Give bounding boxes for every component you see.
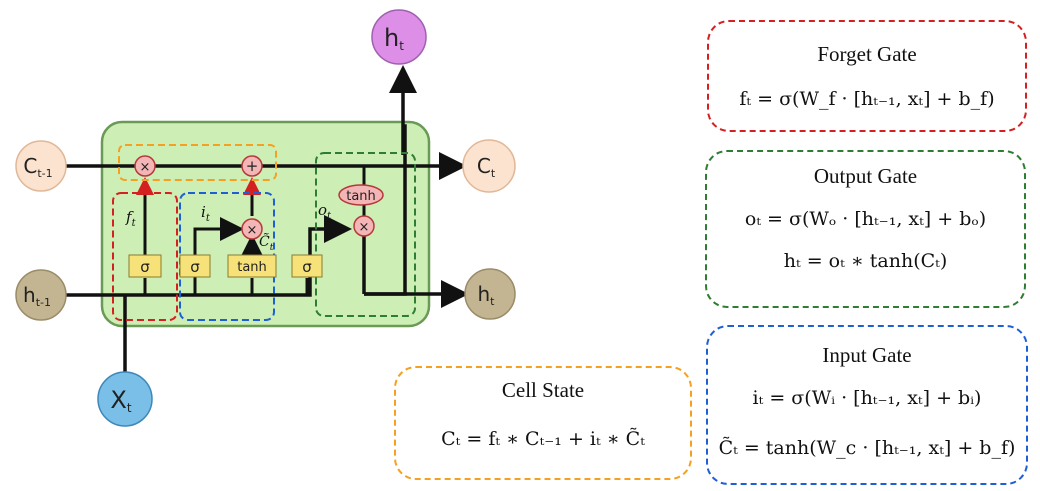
svg-text:tanh: tanh [346, 189, 376, 204]
svg-text:ht: ht [384, 24, 404, 53]
svg-text:σ: σ [190, 258, 200, 276]
svg-text:Xt: Xt [110, 386, 131, 415]
output-gate-equation-h: hₜ = oₜ ∗ tanh(Cₜ) [783, 250, 948, 272]
forget-gate-region [112, 192, 178, 321]
input-gate-title: Input Gate [822, 343, 912, 367]
input-gate-label: it [201, 203, 211, 224]
svg-text:×: × [359, 220, 370, 235]
cell-state-equation: Cₜ = fₜ ∗ Cₜ₋₁ + iₜ ∗ C̃ₜ [441, 428, 645, 450]
input-gate-equation-c: C̃ₜ = tanh(W_c · [hₜ₋₁, xₜ] + b_f) [718, 437, 1016, 459]
x-input-node: Xt [97, 371, 153, 427]
h-prev-node: ht-1 [15, 269, 67, 321]
output-gate-label: ot [318, 201, 332, 222]
forget-sigmoid-box: σ [128, 254, 162, 278]
input-gate-box: Input Gate iₜ = σ(Wᵢ · [hₜ₋₁, xₜ] + bᵢ) … [706, 325, 1028, 485]
tanh-cell-node: tanh [338, 184, 384, 206]
output-gate-equation-o: oₜ = σ(Wₒ · [hₜ₋₁, xₜ] + bₒ) [744, 208, 987, 230]
input-sigmoid-box: σ [179, 254, 211, 278]
c-prev-node: Ct-1 [15, 140, 67, 192]
input-gate-equation-i: iₜ = σ(Wᵢ · [hₜ₋₁, xₜ] + bᵢ) [752, 387, 982, 409]
svg-text:Ct-1: Ct-1 [23, 154, 52, 180]
svg-text:×: × [140, 160, 151, 175]
svg-text:+: + [246, 157, 259, 175]
svg-text:×: × [247, 223, 258, 238]
forget-gate-title: Forget Gate [817, 42, 917, 66]
h-next-node: ht [464, 268, 516, 320]
svg-text:ht: ht [477, 282, 495, 308]
svg-text:Ct: Ct [477, 154, 496, 180]
svg-text:tanh: tanh [237, 260, 267, 275]
add-node: + [241, 155, 263, 177]
candidate-tanh-box: tanh [227, 254, 277, 278]
multiply-forget-node: × [134, 155, 156, 177]
output-gate-title: Output Gate [813, 164, 918, 188]
output-gate-box: Output Gate oₜ = σ(Wₒ · [hₜ₋₁, xₜ] + bₒ)… [705, 150, 1026, 308]
cell-state-region [118, 144, 277, 181]
forget-gate-box: Forget Gate fₜ = σ(W_f · [hₜ₋₁, xₜ] + b_… [707, 20, 1027, 132]
forget-gate-label: ft [125, 208, 137, 229]
lstm-cell-diagram: × + × × tanh σ σ tanh σ ft it ot C̃t ht [15, 9, 516, 427]
multiply-output-node: × [353, 215, 375, 237]
multiply-input-node: × [241, 218, 263, 240]
cell-state-title: Cell State [501, 378, 585, 402]
c-next-node: Ct [462, 139, 516, 193]
svg-text:σ: σ [302, 258, 312, 276]
h-output-node: ht [371, 9, 427, 65]
output-sigmoid-box: σ [291, 254, 323, 278]
output-gate-region [315, 152, 416, 317]
candidate-label: C̃t [259, 232, 274, 253]
cell-state-box: Cell State Cₜ = fₜ ∗ Cₜ₋₁ + iₜ ∗ C̃ₜ [394, 366, 692, 480]
svg-text:σ: σ [140, 258, 150, 276]
svg-text:ht-1: ht-1 [23, 283, 51, 309]
forget-gate-equation: fₜ = σ(W_f · [hₜ₋₁, xₜ] + b_f) [739, 88, 995, 110]
